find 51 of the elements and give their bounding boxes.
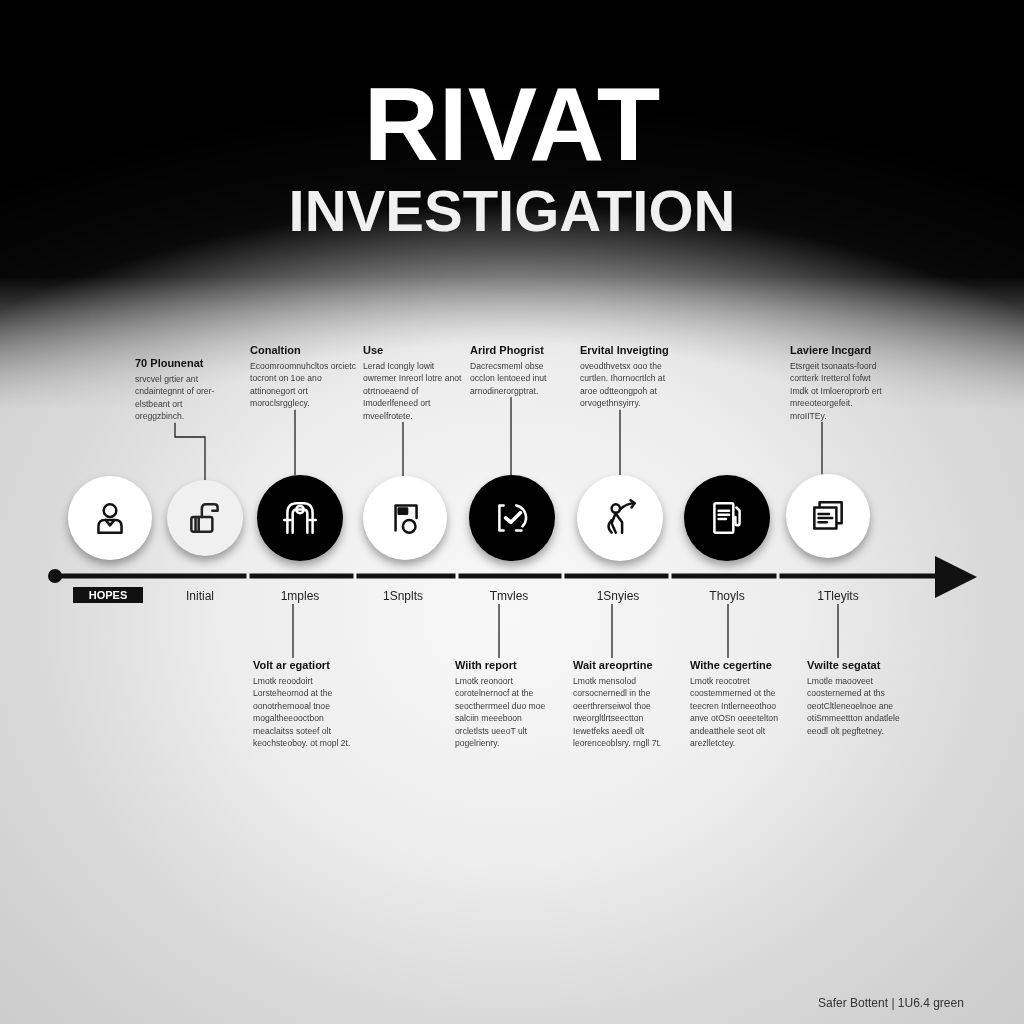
step-heading: Ervital Inveigting [580, 343, 670, 357]
timeline-label: Initial [186, 589, 214, 604]
step-heading: Volt ar egatiort [253, 658, 331, 672]
footer-note: Safer Bottent | 1U6.4 green [818, 996, 964, 1010]
leader-line [402, 421, 404, 477]
step-heading: Laviere Incgard [790, 343, 873, 357]
leader-line [821, 421, 823, 476]
step-circle [167, 480, 243, 556]
step-circle [684, 475, 770, 561]
step-description: Dacrecsmeml obse occlon lentoeed inut arnodinerorgptrat. [470, 360, 548, 398]
leader-line [727, 603, 729, 659]
step-description: Lmotk reonoort corotelnernocf at the seoctherrmeel duo moe salciin meeeboon orcletlsts ueeoT ult pogelrienry. [455, 675, 547, 750]
timeline-label: 1Tleyits [817, 589, 859, 604]
step-circle [68, 476, 152, 560]
leader-line [619, 409, 621, 476]
leader-line [174, 422, 206, 481]
step-heading: Conaltion [250, 343, 302, 357]
step-description: oveodthvetsx ooo the curtlen. Ihornocrtlch at aroe odtteongpoh at orvogethnsyirry. [580, 360, 667, 410]
step-heading: 70 Plounenat [135, 356, 205, 370]
timeline-label: 1Snplts [383, 589, 423, 604]
step-description: Lmotk reoodoirt Lorsteheornod at the oonotrhernooal tnoe mogaltheeooctbon meaclaitss soteef olt keochsteoboy. ot mopl 2t. [253, 675, 352, 750]
step-description: Lmotle maooveet coosternemed at ths oeotCltleneoelnoe ane otiSmmeettton andatlele eeodl olt pegftetney. [807, 675, 901, 738]
step-description: Lerad Icongly lowit owremer Inreorl lotre anot otrtnoeaend of Imoderlfeneed ort mveelfrotete. [363, 360, 463, 423]
leader-line [498, 603, 500, 659]
timeline-label: 1Snyies [596, 589, 640, 604]
step-heading: Arird Phogrist [470, 343, 545, 357]
timeline-label: Thoyls [709, 589, 745, 604]
leader-line [837, 603, 839, 659]
step-heading: Use [363, 343, 385, 357]
timeline-label: 1mples [280, 589, 320, 604]
timeline-label: Tmvles [489, 589, 529, 604]
step-heading: Wait areoprtine [573, 658, 654, 672]
leader-line [611, 603, 613, 659]
step-description: srvcvel grtier ant cndaintegnnt of orer-elstbeant ort oreggzbinch. [135, 373, 216, 423]
step-circle [363, 476, 447, 560]
step-circle [257, 475, 343, 561]
timeline-tag: HOPES [73, 587, 143, 603]
step-description: Lmotk mensolod corsocnernedl in the oeerthrerseiwol thoe rweorgltlrtseectton Iewetfeks aeedl olt leorenceoblsry. rngll 7t. [573, 675, 663, 750]
leader-line [510, 396, 512, 476]
step-description: Ecoomroomnuhcltos orcietc tocront on 1oe ano attinonegort ort moroclsrgglecy. [250, 360, 358, 410]
step-description: Etsrgeit tsonaats-foord cortterk Iretterol fofwt Imdk ot Imloeroprorb ert mreeoteorgefeit. mroIITEy. [790, 360, 883, 423]
leader-line [294, 409, 296, 476]
title: RIVAT INVESTIGATION [288, 68, 736, 242]
step-heading: Withe cegertine [690, 658, 773, 672]
step-circle [577, 475, 663, 561]
step-heading: Vwilte segatat [807, 658, 882, 672]
step-description: Lmotk reocotret coostemmerned ot the teecren Intlerneeothoo anve otOSn oeeetelton andeatthele seot olt arezlletctey. [690, 675, 779, 750]
leader-line [292, 603, 294, 659]
step-heading: Wiith report [455, 658, 518, 672]
step-circle [469, 475, 555, 561]
step-circle [786, 474, 870, 558]
